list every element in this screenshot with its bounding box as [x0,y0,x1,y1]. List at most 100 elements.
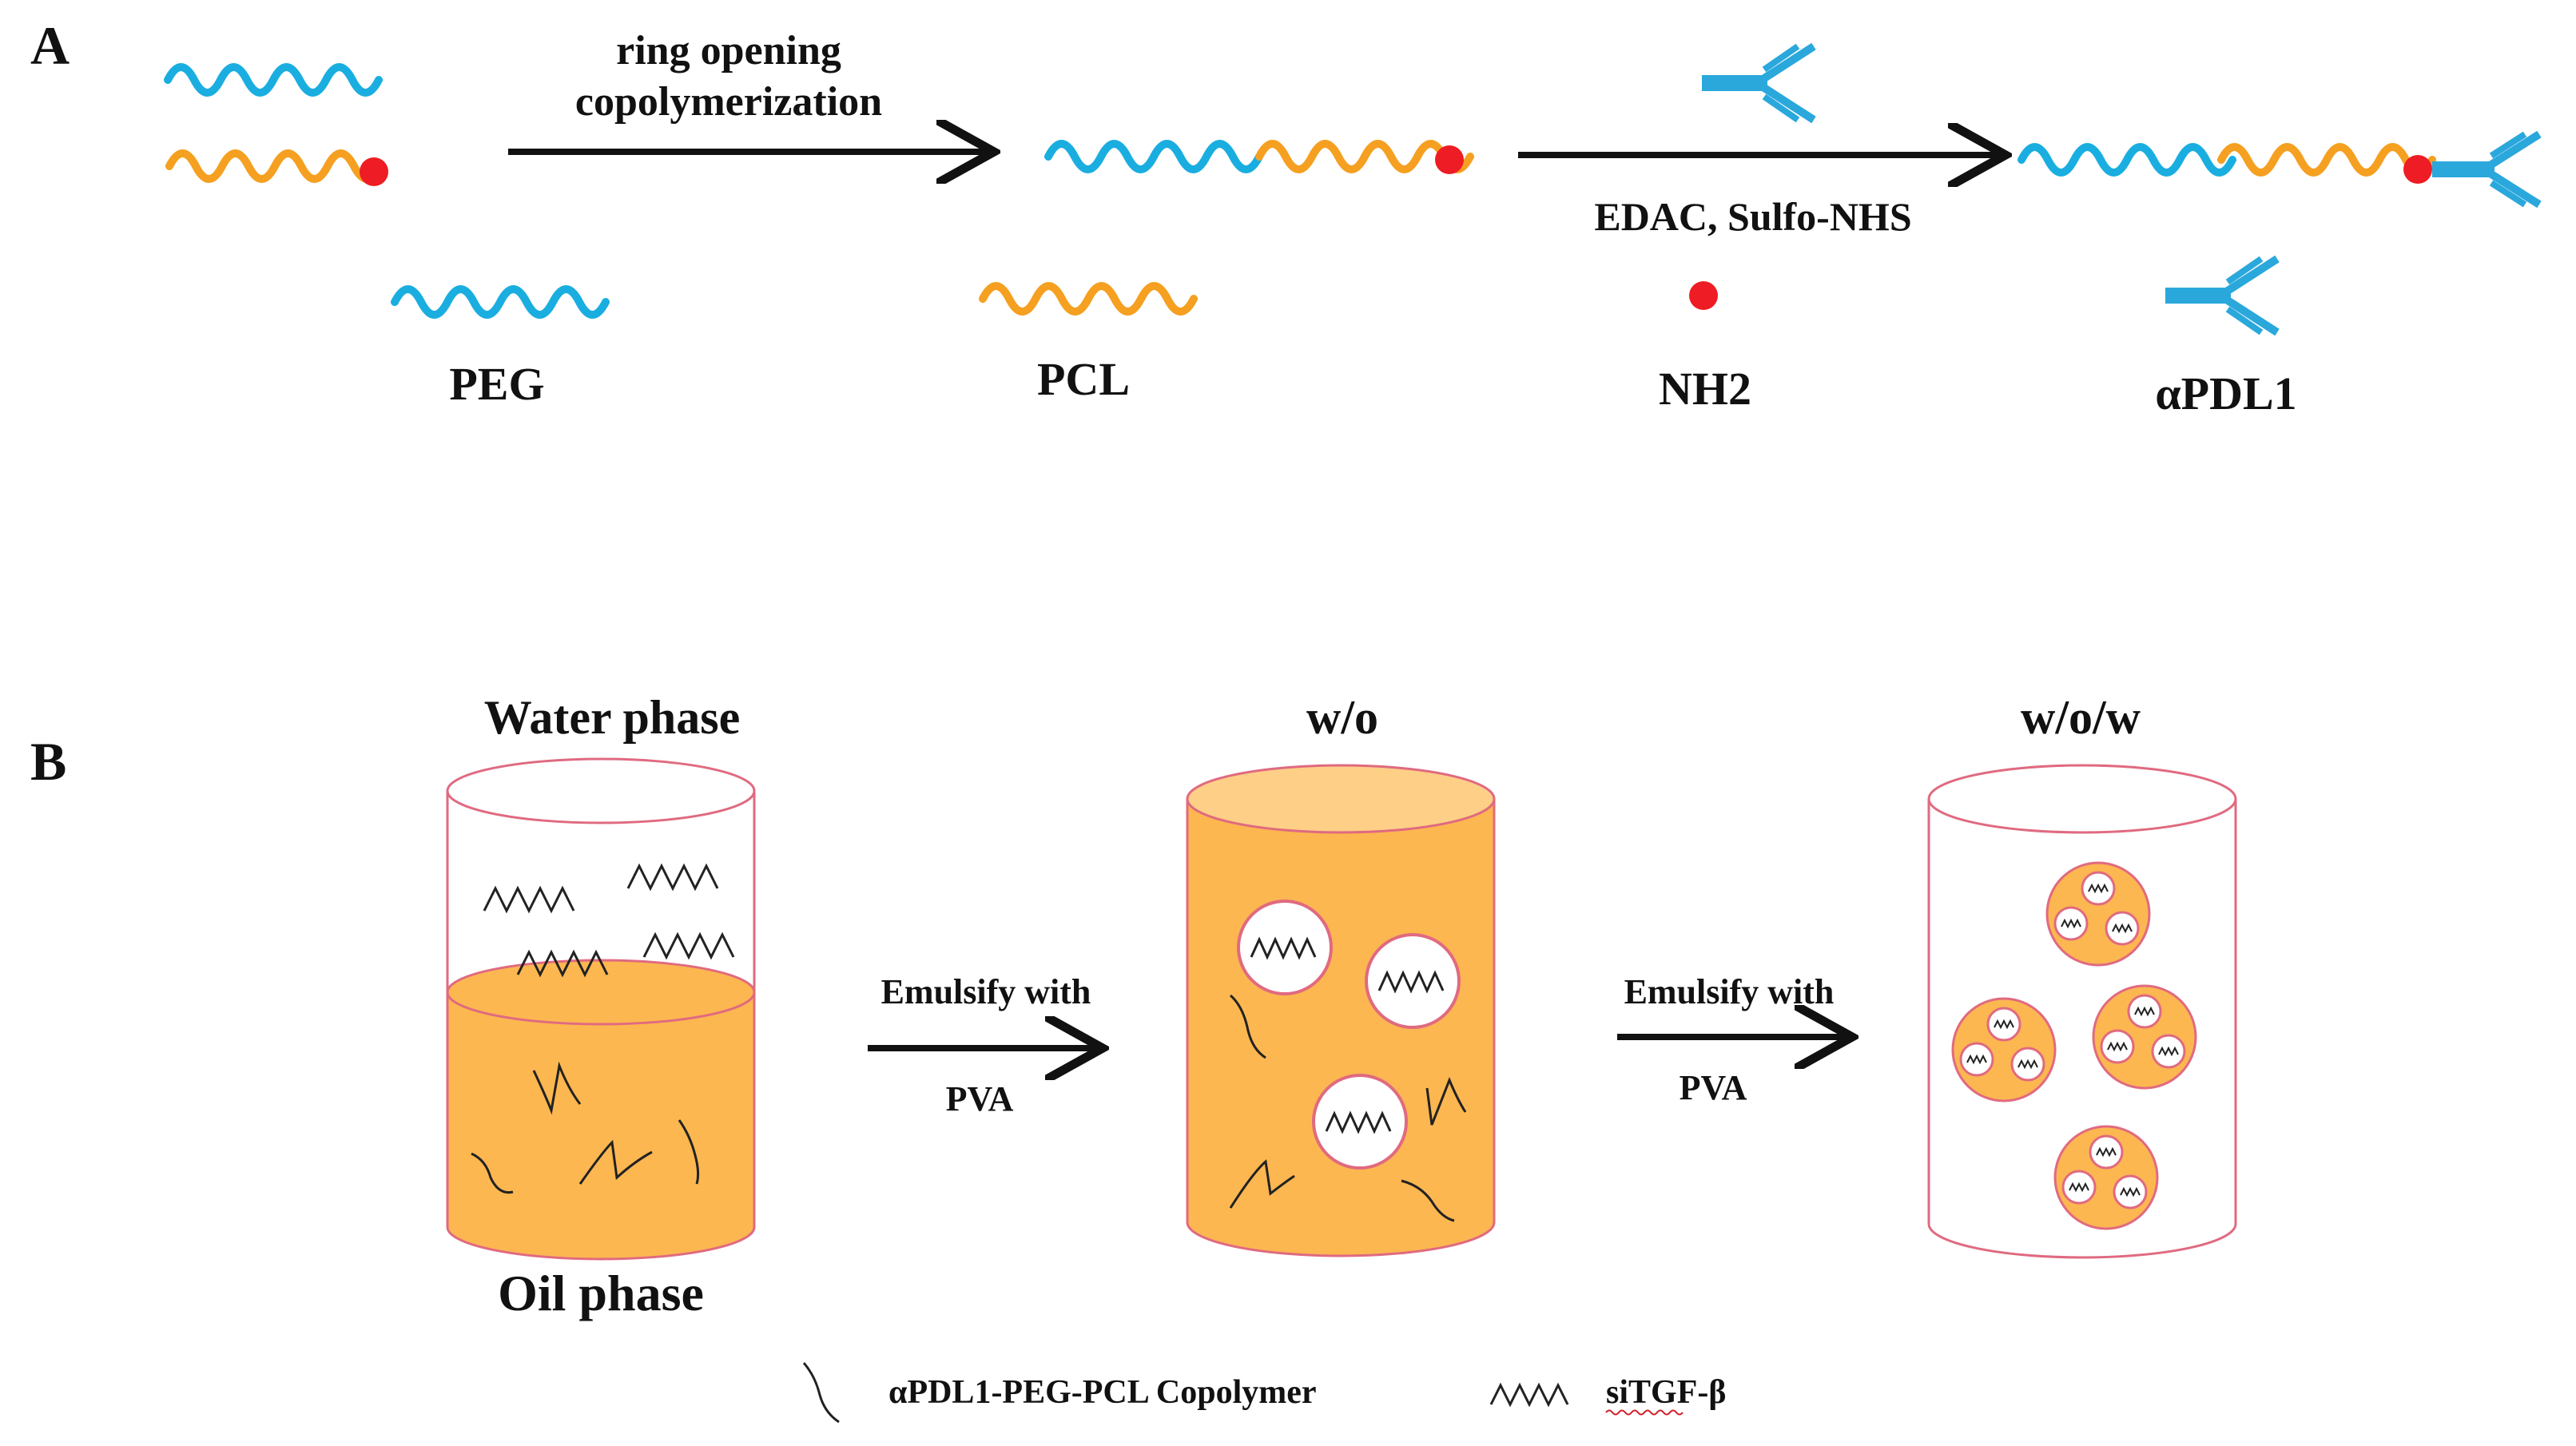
reaction-1-line-1: ring opening [616,28,841,73]
inner-water-droplet [2053,906,2089,941]
pcl-chain-icon [979,282,1198,316]
legend-sirna-label: siTGF-β [1606,1374,1726,1411]
peg-pcl-copolymer [1044,140,1474,174]
wo-label: w/o [1306,691,1378,744]
inner-water-droplet [2113,1174,2148,1210]
sirna-zigzag-icon [1994,1019,2014,1030]
wow-label: w/o/w [2021,691,2141,744]
peg-chain-icon [391,285,610,319]
antibody-icon [1702,42,1816,124]
reactant-peg-chain [164,63,383,97]
cylinder-w-o-w: w/o/w [1927,691,2237,1259]
copolymer-strand-icon [1229,994,1266,1059]
legend-peg: PEG [391,285,610,410]
inner-water-droplet [2151,1034,2186,1069]
sirna-zigzag-icon [1966,1054,1987,1065]
inner-water-droplet [2100,1029,2135,1064]
sirna-zigzag-icon [2107,1041,2128,1052]
emulsify-2-line-1: Emulsify with [1624,972,1835,1011]
legend-copolymer: αPDL1-PEG-PCL Copolymer [802,1362,1317,1424]
oil-droplet [1951,997,2057,1102]
inner-water-droplet [2127,994,2162,1029]
oil-droplet [2092,984,2197,1090]
reaction-2-reagents: EDAC, Sulfo-NHS [1594,194,1911,239]
antibody-icon [2165,255,2280,336]
sirna-zigzag-icon [2112,923,2133,934]
cylinder-water-oil: Water phase Oil phase [446,691,756,1321]
panel-a-label: A [30,15,70,76]
nh2-dot-icon [1689,281,1718,310]
sirna-zigzag-icon [2061,918,2081,929]
legend-nh2: NH2 [1659,281,1751,415]
sirna-zigzag-icon [2134,1006,2155,1017]
sirna-zigzag-icon [626,863,719,892]
legend-nh2-label: NH2 [1659,363,1751,415]
copolymer-strand-icon [532,1061,582,1115]
water-droplet [1365,933,1461,1029]
sirna-zigzag-icon [2120,1186,2141,1198]
water-phase-label: Water phase [484,691,741,744]
emulsify-2-line-2: PVA [1680,1068,1747,1107]
sirna-zigzag-icon [516,949,609,978]
copolymer-strand-icon [471,1152,514,1194]
legend-sirna: siTGF-β [1489,1374,1726,1416]
sirna-zigzag-icon [2088,883,2109,894]
spellcheck-underline [1605,1409,1684,1416]
sirna-zigzag-icon [1250,936,1317,960]
inner-water-droplet [2105,911,2140,946]
emulsify-1-line-1: Emulsify with [881,972,1091,1011]
pcl-chain-icon [2217,143,2436,177]
inner-water-droplet [1959,1042,1994,1077]
sirna-zigzag-icon [483,885,575,914]
sirna-zigzag-icon [2069,1182,2089,1193]
copolymer-strand-icon [802,1362,840,1424]
oil-phase-label: Oil phase [498,1265,704,1321]
nh2-dot-icon [360,157,388,186]
reaction-1-line-2: copolymerization [575,79,882,125]
inner-water-droplet [2081,871,2116,906]
emulsify-step-2: Emulsify with PVA [1617,972,1846,1107]
pcl-chain-icon [1255,140,1474,173]
peg-chain-icon [1044,140,1263,173]
nh2-dot-icon [1435,145,1464,174]
sirna-zigzag-icon [1325,1110,1392,1134]
inner-water-droplet [1986,1007,2021,1042]
legend-peg-label: PEG [449,358,544,410]
water-droplet [1312,1074,1408,1170]
legend-apdl1-label: αPDL1 [2155,367,2296,419]
sirna-zigzag-icon [1489,1382,1569,1408]
pcl-chain-icon [165,149,384,183]
peg-chain-icon [2017,143,2236,177]
cylinder-w-o: w/o [1186,691,1496,1257]
sirna-zigzag-icon [1377,970,1445,994]
legend-apdl1: αPDL1 [2155,255,2297,419]
emulsify-1-line-2: PVA [946,1079,1014,1118]
copolymer-strand-icon [1425,1077,1467,1126]
sirna-zigzag-icon [642,932,735,960]
emulsify-step-1: Emulsify with PVA [868,972,1096,1118]
copolymer-strand-icon [578,1139,653,1185]
sirna-zigzag-icon [2017,1059,2038,1070]
reactant-pcl-chain [165,149,388,186]
peg-chain-icon [164,63,383,97]
antibody-icon [2432,130,2542,209]
sirna-zigzag-icon [2096,1146,2117,1158]
oil-droplet [2045,861,2151,967]
panel-b-label: B [30,731,66,792]
inner-water-droplet [2089,1134,2124,1170]
water-droplet [1237,900,1333,995]
nh2-dot-icon [2403,155,2432,184]
inner-water-droplet [2010,1047,2045,1082]
inner-water-droplet [2061,1170,2097,1205]
legend-pcl-label: PCL [1037,353,1130,405]
sirna-zigzag-icon [2158,1046,2179,1057]
legend-pcl: PCL [979,282,1198,405]
legend-copolymer-label: αPDL1-PEG-PCL Copolymer [888,1374,1317,1411]
apdl1-peg-pcl-product [2017,130,2542,209]
copolymer-strand-icon [1229,1159,1295,1209]
copolymer-strand-icon [1401,1179,1455,1222]
oil-droplet [2053,1125,2159,1230]
copolymer-strand-icon [678,1119,700,1185]
